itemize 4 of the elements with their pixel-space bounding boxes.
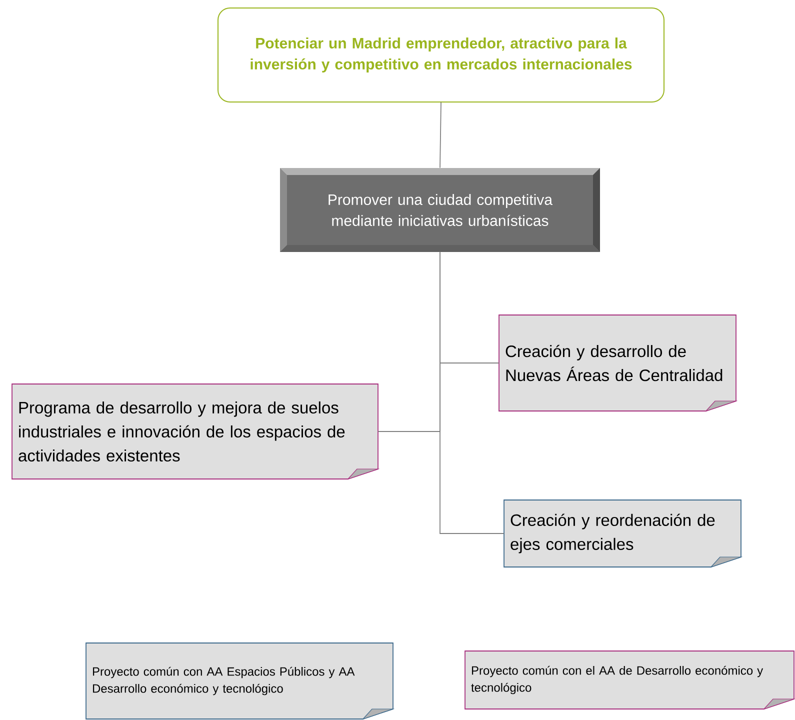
goal-box: Potenciar un Madrid emprendedor, atractivo para la inversión y competitivo en mercados internacionales bbox=[218, 8, 664, 102]
connector-line bbox=[440, 252, 504, 534]
connector-line bbox=[440, 102, 442, 168]
objective-box: Promover una ciudad competitiva mediante iniciativas urbanísticas bbox=[280, 168, 600, 252]
